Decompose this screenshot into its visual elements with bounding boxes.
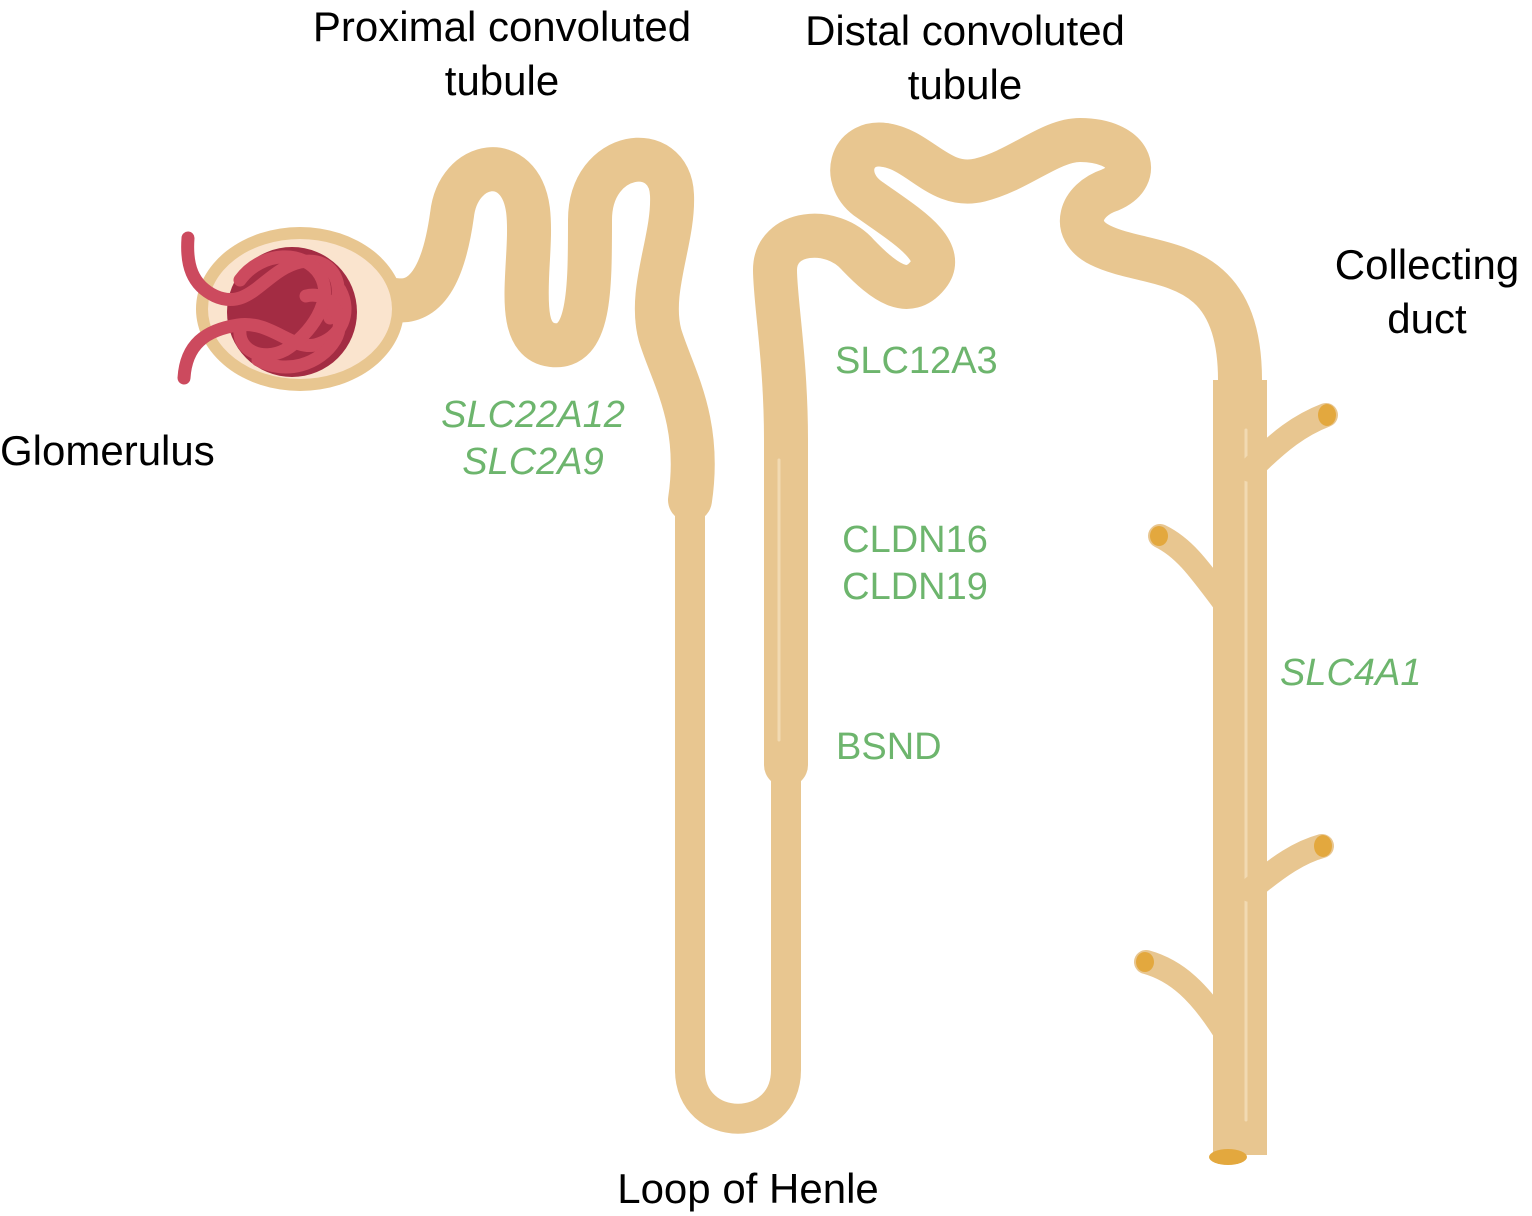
duct-openings <box>1136 404 1336 1165</box>
loop-thick-ascending-limb <box>753 122 955 787</box>
loop-gene-labels: CLDN16 CLDN19 <box>830 517 1000 611</box>
capillary-loop-2 <box>251 288 346 374</box>
proximal-gene-labels: SLC22A12 SLC2A9 <box>418 392 648 486</box>
branch-lower-left <box>1134 950 1242 1052</box>
branch-upper-left <box>1148 524 1242 622</box>
gene-slc2a9: SLC2A9 <box>462 441 604 484</box>
afferent-arteriole <box>181 231 345 325</box>
opening-lower-right <box>1314 835 1332 857</box>
gene-cldn19: CLDN19 <box>842 566 988 609</box>
proximal-tubule-label: Proximal convoluted tubule <box>292 0 712 108</box>
opening-upper-left <box>1150 526 1168 546</box>
glomerulus-graphic <box>177 227 404 391</box>
proximal-convoluted-tubule <box>373 137 715 522</box>
gene-slc22a12: SLC22A12 <box>441 394 625 436</box>
opening-upper-right <box>1318 404 1336 426</box>
collecting-duct-label: Collecting duct <box>1322 238 1532 346</box>
capillary-loop-1 <box>233 250 331 362</box>
opening-lower-left <box>1136 952 1154 972</box>
glomerulus-label: Glomerulus <box>0 427 215 474</box>
proximal-tubule-label-line2: tubule <box>444 56 560 104</box>
collecting-duct-label-line2: duct <box>1387 294 1467 342</box>
glomerular-vessels <box>177 231 352 385</box>
tubule-highlight <box>777 428 1248 1122</box>
distal-tubule-label-line1: Distal convoluted <box>805 7 1125 54</box>
gene-cldn16: CLDN16 <box>842 519 988 561</box>
gene-slc12a3: SLC12A3 <box>835 340 998 382</box>
distal-convoluted-tubule <box>863 118 1262 402</box>
loop-bend <box>675 750 801 1134</box>
nephron-tubule <box>373 118 1338 1155</box>
loop-of-henle-label: Loop of Henle <box>617 1165 879 1212</box>
distal-tubule-label: Distal convoluted tubule <box>780 4 1150 112</box>
opening-duct-bottom <box>1209 1149 1247 1165</box>
collecting-duct-label-line1: Collecting <box>1334 241 1520 288</box>
gene-bsnd: BSND <box>836 726 942 768</box>
gene-slc4a1: SLC4A1 <box>1280 652 1422 694</box>
proximal-tubule-label-line1: Proximal convoluted <box>312 3 692 50</box>
distal-tubule-label-line2: tubule <box>907 60 1023 108</box>
branch-upper-right <box>1238 403 1338 482</box>
